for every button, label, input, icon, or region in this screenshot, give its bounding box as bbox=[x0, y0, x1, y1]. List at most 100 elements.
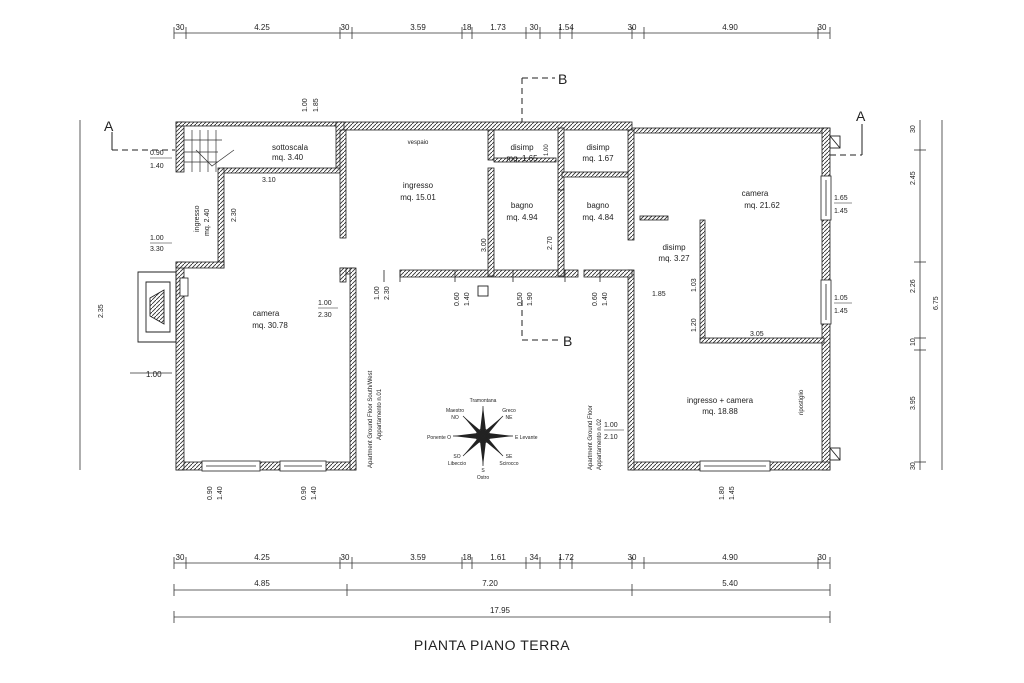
room-ingresso-main-name: ingresso bbox=[403, 181, 434, 190]
room-camera-left-area: mq. 30.78 bbox=[252, 321, 288, 330]
compass-n: Tramontana bbox=[470, 398, 497, 404]
win-dim-14b: 1.85 bbox=[313, 98, 320, 112]
room-disimp3-name: disimp bbox=[662, 243, 686, 252]
win-dim-3a: 1.00 bbox=[318, 300, 332, 307]
win-dim-12a: 1.80 bbox=[719, 486, 726, 500]
section-marker-a-right bbox=[830, 124, 863, 156]
inner-dim-5: 1.85 bbox=[652, 291, 666, 298]
note-apt2-line1: Apartment Ground Floor bbox=[588, 405, 594, 470]
walls bbox=[175, 121, 831, 471]
win-dim-13a: 1.00 bbox=[604, 422, 618, 429]
room-camera-left-name: camera bbox=[253, 309, 280, 318]
inner-dim-1: 3.10 bbox=[262, 177, 276, 184]
dim-right-2: 2.45 bbox=[910, 171, 917, 185]
win-dim-7b: 1.40 bbox=[602, 292, 609, 306]
win-dim-5a: 0.60 bbox=[454, 292, 461, 306]
right-dimension-lines bbox=[914, 120, 943, 470]
dim-right-6: 30 bbox=[910, 462, 917, 470]
room-ingresso-small-name: ingresso bbox=[194, 205, 201, 232]
section-marker-b-top bbox=[521, 77, 555, 122]
chimney bbox=[137, 271, 177, 343]
dim-bottom1-3: 30 bbox=[341, 553, 350, 562]
win-dim-1b: 1.40 bbox=[150, 163, 164, 170]
room-disimp2-name: disimp bbox=[586, 143, 610, 152]
dim-bottom2-1: 4.85 bbox=[254, 579, 270, 588]
page-title: PIANTA PIANO TERRA bbox=[413, 637, 571, 653]
compass-s1: S bbox=[481, 468, 485, 474]
dim-right-total: 6.75 bbox=[933, 296, 940, 310]
room-camera-right-area: mq. 21.62 bbox=[744, 201, 780, 210]
dim-bottom3: 17.95 bbox=[490, 606, 511, 615]
room-disimp1-area: mq. 1.65 bbox=[506, 154, 538, 163]
inner-dim-9: 1.03 bbox=[691, 278, 698, 292]
windows bbox=[179, 175, 832, 472]
win-dim-6a: 0.50 bbox=[517, 292, 524, 306]
dim-top-5: 18 bbox=[463, 23, 472, 32]
win-dim-2a: 1.00 bbox=[150, 235, 164, 242]
room-ingresso-small-area: mq. 2.40 bbox=[204, 209, 211, 236]
dim-top-11: 30 bbox=[818, 23, 827, 32]
win-dim-8a: 1.65 bbox=[834, 195, 848, 202]
section-label-a-left: A bbox=[104, 118, 114, 134]
dim-bottom1-10: 4.90 bbox=[722, 553, 738, 562]
room-camera-right-name: camera bbox=[742, 189, 769, 198]
win-dim-5b: 1.40 bbox=[464, 292, 471, 306]
note-vespaio: vespaio bbox=[408, 140, 429, 146]
compass-ne1: Greco bbox=[502, 408, 516, 414]
bottom-dimension-lines bbox=[173, 562, 831, 623]
dim-left-height: 2.35 bbox=[98, 304, 105, 318]
compass-s2: Ostro bbox=[477, 475, 489, 481]
compass-se2: Scirocco bbox=[499, 461, 518, 467]
section-label-b-bottom: B bbox=[563, 333, 572, 349]
inner-dim-3: 3.00 bbox=[481, 238, 488, 252]
room-sottoscala-area: mq. 3.40 bbox=[272, 153, 304, 162]
room-bagno2-area: mq. 4.84 bbox=[582, 213, 614, 222]
note-side: ripostiglio bbox=[799, 389, 805, 415]
dim-right-5: 3.95 bbox=[910, 396, 917, 410]
dim-top-6: 1.73 bbox=[490, 23, 506, 32]
compass-rose bbox=[453, 406, 513, 466]
dim-right-3: 2.26 bbox=[910, 279, 917, 293]
room-ingresso-main-area: mq. 15.01 bbox=[400, 193, 436, 202]
dim-top-10: 4.90 bbox=[722, 23, 738, 32]
dim-bottom2-2: 7.20 bbox=[482, 579, 498, 588]
win-dim-1a: 0.90 bbox=[150, 150, 164, 157]
win-dim-4b: 2.30 bbox=[384, 286, 391, 300]
dim-top-8: 1.54 bbox=[558, 23, 574, 32]
dim-bottom1-11: 30 bbox=[818, 553, 827, 562]
compass-nw2: NO bbox=[451, 415, 459, 421]
dim-left-offset: 1.00 bbox=[146, 370, 162, 379]
room-ingresso-camera-name: ingresso + camera bbox=[687, 396, 754, 405]
win-dim-10b: 1.40 bbox=[217, 486, 224, 500]
dim-right-4: 10 bbox=[910, 338, 917, 346]
room-sottoscala-name: sottoscala bbox=[272, 143, 309, 152]
section-label-a-right: A bbox=[856, 108, 866, 124]
note-apt2-line2: Appartamento n.02 bbox=[597, 418, 603, 470]
note-apt1-line1: Apartment Ground Floor South/West bbox=[368, 370, 374, 468]
win-dim-12b: 1.45 bbox=[729, 486, 736, 500]
win-dim-9b: 1.45 bbox=[834, 308, 848, 315]
inner-dim-2: 2.30 bbox=[231, 208, 238, 222]
dim-top-9: 30 bbox=[628, 23, 637, 32]
door-marks bbox=[383, 270, 601, 282]
dim-right-1: 30 bbox=[910, 125, 917, 133]
dim-bottom1-6: 1.61 bbox=[490, 553, 506, 562]
section-marker-a-left bbox=[111, 132, 175, 151]
dim-top-2: 4.25 bbox=[254, 23, 270, 32]
inner-dim-8: 1.00 bbox=[544, 144, 550, 156]
room-disimp2-area: mq. 1.67 bbox=[582, 154, 614, 163]
inner-dim-6: 1.20 bbox=[691, 318, 698, 332]
win-dim-13b: 2.10 bbox=[604, 434, 618, 441]
compass-sw1: SO bbox=[453, 454, 460, 460]
dim-bottom1-4: 3.59 bbox=[410, 553, 426, 562]
room-disimp3-area: mq. 3.27 bbox=[658, 254, 690, 263]
room-bagno1-name: bagno bbox=[511, 201, 534, 210]
dim-top-1: 30 bbox=[176, 23, 185, 32]
room-disimp1-name: disimp bbox=[510, 143, 534, 152]
vents bbox=[477, 135, 841, 461]
dim-bottom1-2: 4.25 bbox=[254, 553, 270, 562]
dim-bottom2-3: 5.40 bbox=[722, 579, 738, 588]
